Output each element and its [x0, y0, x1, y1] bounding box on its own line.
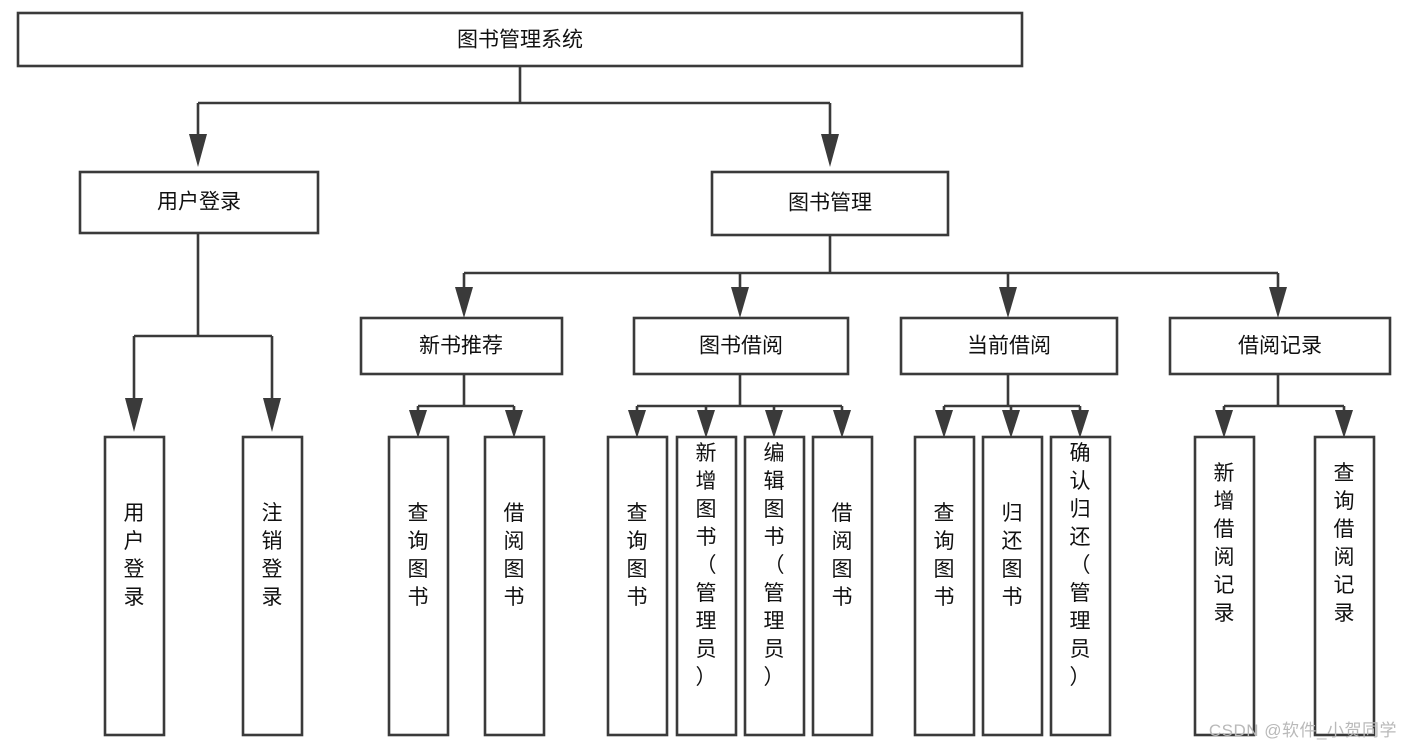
leaf-node-book-borrow-2-box[interactable]: [675, 435, 738, 737]
node-root-system-box[interactable]: [16, 11, 1024, 68]
arrow-head-book-borrow-leaf-2: [697, 410, 715, 438]
arrow-head-borrow-record: [1269, 287, 1287, 318]
node-book-borrow[interactable]: 图书借阅: [632, 316, 850, 376]
leaf-node-current-borrow-2-box[interactable]: [981, 435, 1044, 737]
leaf-node-book-borrow-2-label: 新增图书（管理员）: [696, 442, 717, 689]
leaf-node-book-borrow-4[interactable]: 借阅图书: [811, 435, 874, 737]
arrow-head-borrow-record-leaf-1: [1215, 410, 1233, 438]
leaf-node-borrow-record-1-box[interactable]: [1193, 435, 1256, 737]
leaf-node-user-login-2-box[interactable]: [241, 435, 304, 737]
leaf-node-user-login-2-label: 注销登录: [262, 502, 283, 609]
node-current-borrow-label: 当前借阅: [967, 335, 1051, 358]
leaf-node-borrow-record-2-box[interactable]: [1313, 435, 1376, 737]
arrow-head-book-borrow-leaf-1: [628, 410, 646, 438]
arrow-head-new-book: [455, 287, 473, 318]
leaf-node-current-borrow-2[interactable]: 归还图书: [981, 435, 1044, 737]
node-book-manage[interactable]: 图书管理: [710, 170, 950, 237]
leaf-node-current-borrow-1-box[interactable]: [913, 435, 976, 737]
node-book-manage-label: 图书管理: [788, 192, 872, 215]
leaf-node-current-borrow-2-label: 归还图书: [1002, 502, 1023, 609]
node-book-manage-box[interactable]: [710, 170, 950, 237]
csdn-watermark: CSDN @软件_小贺同学: [1208, 721, 1397, 740]
leaf-node-new-book-2-label: 借阅图书: [504, 502, 525, 609]
node-book-borrow-box[interactable]: [632, 316, 850, 376]
leaf-node-current-borrow-3[interactable]: 确认归还（管理员）: [1049, 435, 1112, 737]
leaf-node-book-borrow-3[interactable]: 编辑图书（管理员）: [743, 435, 806, 737]
leaf-node-book-borrow-1-box[interactable]: [606, 435, 669, 737]
arrow-head-book-borrow: [731, 287, 749, 318]
leaf-node-user-login-1-box[interactable]: [103, 435, 166, 737]
leaf-node-book-borrow-3-label: 编辑图书（管理员）: [764, 442, 785, 689]
leaf-node-borrow-record-1-label: 新增借阅记录: [1214, 462, 1235, 625]
node-borrow-record-box[interactable]: [1168, 316, 1392, 376]
leaf-node-current-borrow-1-label: 查询图书: [934, 502, 955, 609]
leaf-node-new-book-1-label: 查询图书: [408, 502, 429, 609]
leaf-node-borrow-record-1[interactable]: 新增借阅记录: [1193, 435, 1256, 737]
arrow-head-current-borrow-leaf-2: [1002, 410, 1020, 438]
node-user-login[interactable]: 用户登录: [78, 170, 320, 235]
connector-layer: [125, 66, 1353, 438]
node-borrow-record[interactable]: 借阅记录: [1168, 316, 1392, 376]
arrow-head-new-book-leaf-1: [409, 410, 427, 438]
arrow-head-current-borrow-leaf-1: [935, 410, 953, 438]
node-borrow-record-label: 借阅记录: [1238, 335, 1322, 358]
leaf-node-book-borrow-3-box[interactable]: [743, 435, 806, 737]
arrow-head-user-login-leaf-2: [263, 398, 281, 432]
leaf-node-current-borrow-3-label: 确认归还（管理员）: [1070, 442, 1091, 689]
leaf-node-current-borrow-1[interactable]: 查询图书: [913, 435, 976, 737]
arrow-head-book-manage: [821, 134, 839, 167]
leaf-node-current-borrow-3-box[interactable]: [1049, 435, 1112, 737]
arrow-head-book-borrow-leaf-4: [833, 410, 851, 438]
arrow-head-book-borrow-leaf-3: [765, 410, 783, 438]
node-new-book-recommend[interactable]: 新书推荐: [359, 316, 564, 376]
arrow-head-user-login-leaf-1: [125, 398, 143, 432]
leaf-node-new-book-1[interactable]: 查询图书: [387, 435, 450, 737]
node-new-book-recommend-label: 新书推荐: [419, 335, 503, 358]
leaf-node-book-borrow-4-label: 借阅图书: [832, 502, 853, 609]
leaf-node-user-login-2[interactable]: 注销登录: [241, 435, 304, 737]
leaf-node-new-book-1-box[interactable]: [387, 435, 450, 737]
node-new-book-recommend-box[interactable]: [359, 316, 564, 376]
node-current-borrow-box[interactable]: [899, 316, 1119, 376]
arrow-head-current-borrow: [999, 287, 1017, 318]
node-book-borrow-label: 图书借阅: [699, 335, 783, 358]
leaf-node-book-borrow-4-box[interactable]: [811, 435, 874, 737]
leaf-node-new-book-2-box[interactable]: [483, 435, 546, 737]
leaf-node-user-login-1[interactable]: 用户登录: [103, 435, 166, 737]
leaf-node-book-borrow-2[interactable]: 新增图书（管理员）: [675, 435, 738, 737]
node-user-login-label: 用户登录: [157, 191, 241, 214]
arrow-head-new-book-leaf-2: [505, 410, 523, 438]
node-root-system-label: 图书管理系统: [457, 29, 583, 52]
leaf-node-user-login-1-label: 用户登录: [124, 502, 145, 609]
arrow-head-current-borrow-leaf-3: [1071, 410, 1089, 438]
node-current-borrow[interactable]: 当前借阅: [899, 316, 1119, 376]
leaf-node-book-borrow-1-label: 查询图书: [627, 502, 648, 609]
leaf-node-borrow-record-2-label: 查询借阅记录: [1334, 462, 1355, 625]
node-user-login-box[interactable]: [78, 170, 320, 235]
leaf-node-new-book-2[interactable]: 借阅图书: [483, 435, 546, 737]
node-root-system[interactable]: 图书管理系统: [16, 11, 1024, 68]
arrow-head-borrow-record-leaf-2: [1335, 410, 1353, 438]
leaf-node-borrow-record-2[interactable]: 查询借阅记录: [1313, 435, 1376, 737]
leaf-node-book-borrow-1[interactable]: 查询图书: [606, 435, 669, 737]
arrow-head-user-login: [189, 134, 207, 167]
